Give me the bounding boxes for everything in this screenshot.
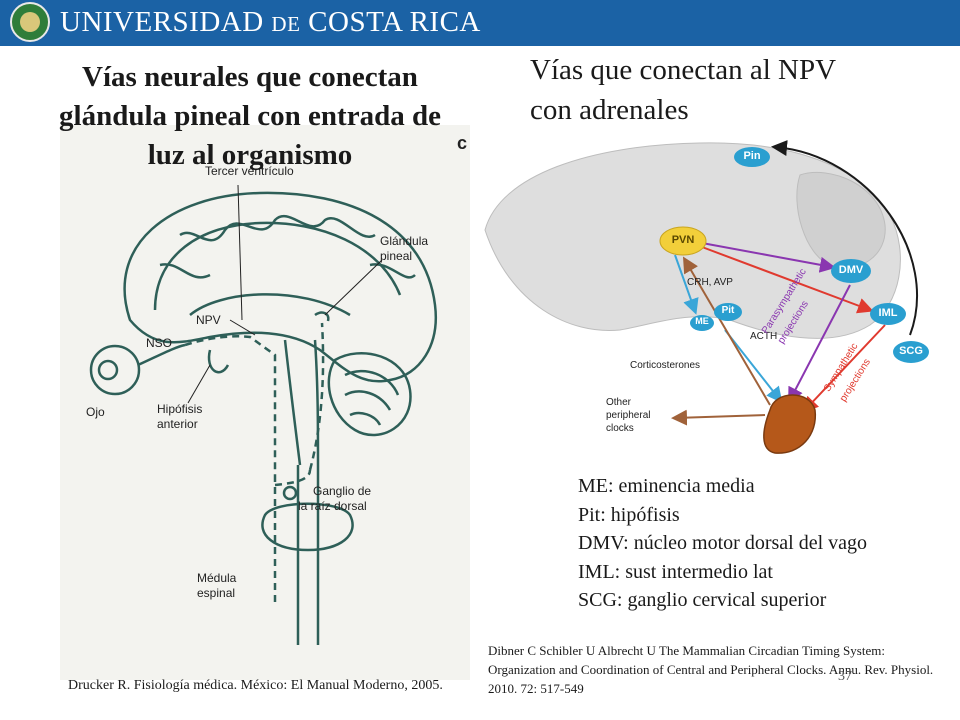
right-slide-title: Vías que conectan al NPV con adrenales: [530, 50, 950, 130]
leader-tercer-ventriculo: [237, 184, 243, 321]
pineal-gland: [314, 311, 330, 322]
leader-glandula-pineal: [324, 259, 383, 316]
node-pit-label: Pit: [721, 305, 735, 316]
cerebellum-outline: [327, 352, 412, 437]
label-ojo: Ojo: [86, 405, 105, 419]
university-seal-icon: [10, 2, 50, 42]
header-bar: UNIVERSIDAD DE COSTA RICA: [0, 0, 960, 46]
label-crh-avp: CRH, AVP: [687, 277, 733, 288]
neural-pathway-dashed-2: [273, 469, 312, 605]
left-citation: Drucker R. Fisiología médica. México: El…: [68, 678, 443, 693]
label-medula-line1: Médula: [197, 571, 237, 585]
label-corticosterones: Corticosterones: [630, 360, 701, 371]
cerebellum-folia: [344, 369, 400, 426]
label-glandula-pineal-line2: pineal: [380, 249, 413, 263]
node-iml-label: IML: [878, 307, 898, 319]
node-dmv-label: DMV: [838, 264, 864, 276]
brain-gyri-1: [179, 214, 376, 242]
corner-c-mark: c: [457, 133, 467, 153]
seal-center: [20, 12, 40, 32]
right-title-line1: Vías que conectan al NPV: [530, 54, 837, 86]
node-scg-label: SCG: [899, 345, 923, 357]
node-pit-shape: [714, 303, 742, 321]
abbreviation-legend: ME: eminencia media Pit: hipófisis DMV: …: [578, 472, 867, 615]
label-other-line3: clocks: [606, 423, 634, 434]
right-title-line2: con adrenales: [530, 94, 689, 126]
rat-brain-cerebellum: [796, 171, 886, 269]
arrow-pit-to-adrenal: [724, 329, 783, 404]
university-word-de: DE: [271, 12, 301, 36]
label-glandula-pineal-line1: Glándula: [380, 234, 429, 248]
arrow-adrenal-to-clocks: [671, 409, 766, 426]
spinal-cord: [296, 465, 320, 645]
legend-item-dmv: DMV: núcleo motor dorsal del vago: [578, 532, 868, 554]
corpus-callosum: [189, 293, 351, 317]
node-pvn-label: PVN: [671, 234, 695, 246]
legend-item-scg: SCG: ganglio cervical superior: [578, 589, 827, 611]
node-pin-label: Pin: [743, 150, 761, 162]
label-nso: NSO: [146, 336, 173, 350]
leader-hipofisis: [187, 364, 211, 404]
legend-item-me: ME: eminencia media: [578, 475, 755, 497]
arrow-iml-to-adrenal: [802, 324, 886, 413]
leader-npv: [229, 319, 256, 336]
arrow-pvn-to-dmv: [701, 242, 836, 273]
slide-number: 37: [838, 669, 852, 684]
label-other-line1: Other: [606, 397, 632, 408]
legend-item-iml: IML: sust intermedio lat: [578, 560, 773, 583]
node-pin-shape: [734, 147, 770, 167]
brain-inner-fold: [153, 221, 402, 311]
university-word-costa: COSTA: [308, 6, 402, 38]
university-word-rica: RICA: [409, 6, 481, 38]
left-slide-title: Vías neurales que conectan glándula pine…: [59, 61, 441, 171]
eye-outline: [89, 344, 141, 396]
arrow-adrenal-to-pvn: [682, 256, 771, 406]
label-hipofisis-line1: Hipófisis: [157, 402, 203, 416]
neural-pathway-dashed-3: [308, 322, 325, 471]
eye-pupil: [97, 359, 119, 381]
brain-cortex-outline: [123, 191, 438, 383]
label-ganglio-line2: la raíz dorsal: [298, 499, 367, 513]
label-other-line2: peripheral: [606, 410, 651, 421]
neural-pathway-dashed-1: [184, 335, 277, 475]
node-dmv-shape: [831, 259, 871, 283]
dorsal-root-ganglion: [282, 485, 298, 501]
label-ganglio-line1: Ganglio de: [313, 484, 372, 498]
right-citation: Dibner C Schibler U Albrecht U The Mamma…: [488, 643, 934, 696]
npv-adrenal-diagram: [484, 140, 929, 454]
brain-pathway-figure: c: [89, 133, 467, 645]
label-acth: ACTH: [750, 331, 778, 342]
pituitary: [207, 349, 230, 374]
node-me-shape: [690, 315, 714, 331]
spinal-cross-section: [261, 502, 354, 552]
brainstem: [283, 339, 320, 466]
node-me-label: ME: [695, 316, 709, 326]
university-name: UNIVERSIDAD DE COSTA RICA: [60, 6, 481, 39]
arrow-dmv-to-adrenal: [788, 284, 851, 404]
arrow-pvn-to-me: [674, 254, 699, 315]
brain-gyri-2: [159, 263, 416, 279]
node-iml-shape: [870, 303, 906, 325]
adrenal-gland-icon: [763, 394, 816, 454]
arrow-scg-to-pin: [771, 140, 919, 336]
optic-nerve: [137, 343, 186, 367]
label-medula-line2: espinal: [197, 586, 236, 600]
label-tercer-ventriculo: Tercer ventrículo: [205, 164, 294, 178]
node-pvn-shape: [659, 226, 707, 256]
legend-item-pit: Pit: hipófisis: [578, 503, 680, 526]
node-scg-shape: [893, 341, 929, 363]
brain-figure-panel: [60, 125, 470, 680]
label-hipofisis-line2: anterior: [157, 417, 198, 431]
university-word-universidad: UNIVERSIDAD: [60, 6, 264, 38]
label-npv: NPV: [196, 313, 221, 327]
